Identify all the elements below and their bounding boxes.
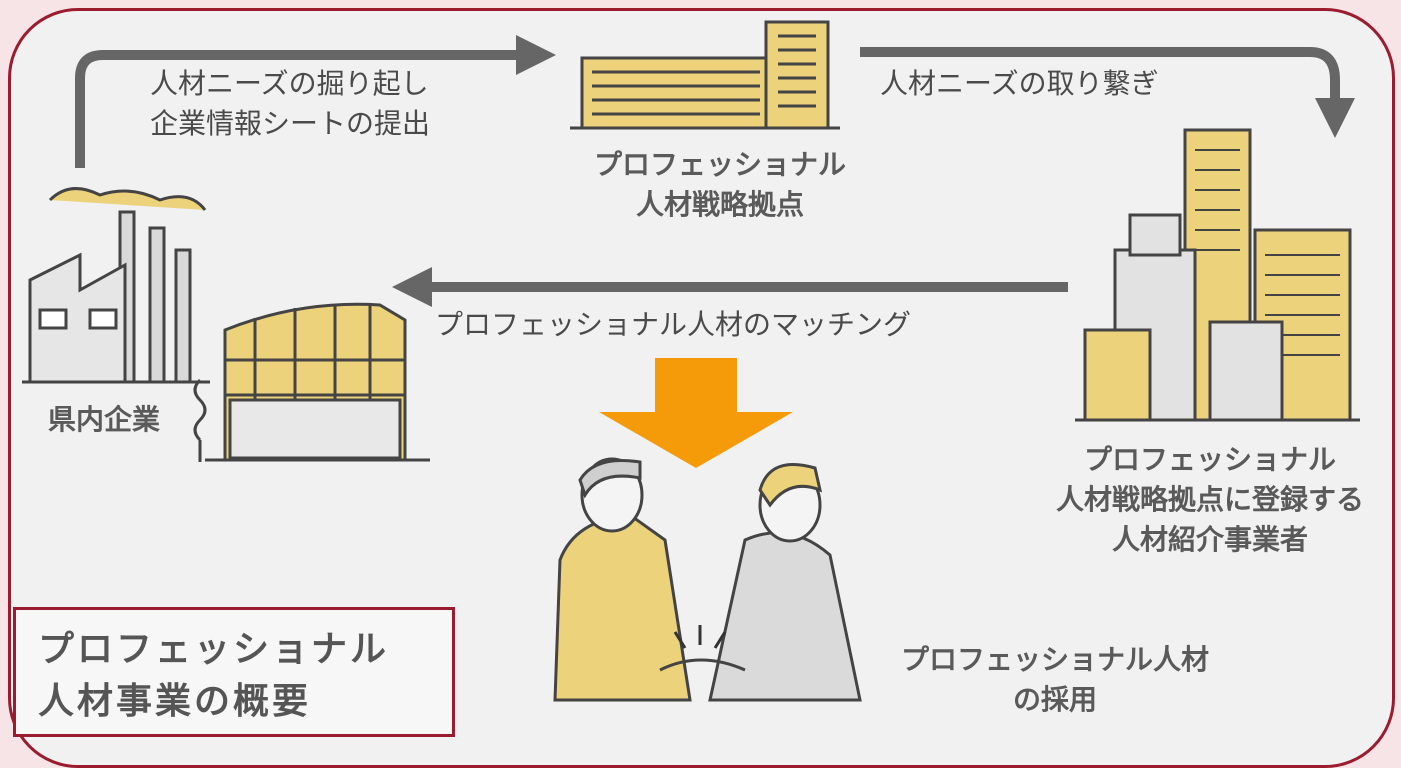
hub-label-line2: 人材戦略拠点 <box>635 188 804 221</box>
handshake-icon <box>553 457 862 702</box>
title-line2: 人材事業の概要 <box>38 681 312 722</box>
agency-label-line3: 人材紹介事業者 <box>1111 523 1308 556</box>
office-building-icon <box>193 302 430 462</box>
matching-label: プロフェッショナル人材のマッチング <box>435 308 912 341</box>
hiring-label-line1: プロフェッショナル人材 <box>900 643 1209 676</box>
hub-building-icon <box>570 20 840 130</box>
title-line1: プロフェッショナル <box>38 629 390 670</box>
arrow-down-orange <box>599 358 793 468</box>
factory-icon <box>22 187 210 384</box>
arrow-to-hub <box>75 35 556 168</box>
company-label: 県内企業 <box>48 403 161 436</box>
flow-label-needs-line2: 企業情報シートの提出 <box>150 107 431 140</box>
arrow-to-agency <box>860 47 1355 138</box>
flow-label-needs-line1: 人材ニーズの掘り起し <box>150 67 429 100</box>
flow-label-connect: 人材ニーズの取り繋ぎ <box>880 67 1159 100</box>
hub-label-line1: プロフェッショナル <box>593 148 846 181</box>
title-box: プロフェッショナル 人材事業の概要 <box>13 607 455 737</box>
agency-label-line1: プロフェッショナル <box>1083 443 1336 476</box>
agency-buildings-icon <box>1075 128 1360 422</box>
diagram-graphics <box>22 20 1360 702</box>
hiring-label-line2: の採用 <box>1012 683 1097 716</box>
agency-label-line2: 人材戦略拠点に登録する <box>1055 483 1364 516</box>
